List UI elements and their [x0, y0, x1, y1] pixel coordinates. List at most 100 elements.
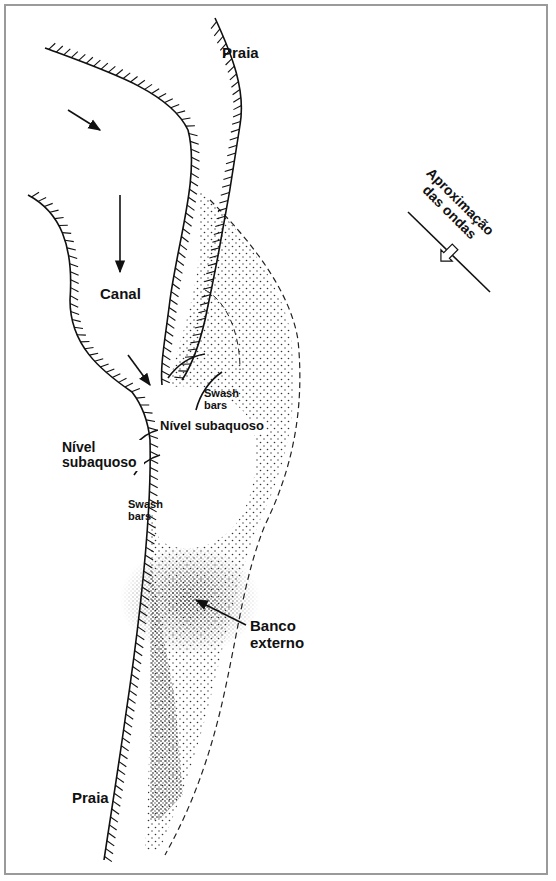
wave-arrow: [435, 241, 460, 266]
shore-hatch: [219, 200, 228, 203]
shore-hatch: [125, 722, 132, 727]
shore-hatch: [112, 374, 120, 378]
shore-hatch: [198, 310, 207, 312]
shore-hatch: [128, 698, 135, 703]
shore-hatch: [150, 443, 158, 447]
flow-arrow: [68, 110, 100, 130]
shore-hatch: [142, 595, 150, 600]
shore-hatch: [217, 216, 226, 219]
shore-hatch: [233, 90, 240, 95]
shore-hatch: [80, 341, 89, 343]
shore-hatch: [86, 57, 93, 63]
shore-hatch: [62, 232, 71, 234]
shore-hatch: [162, 379, 170, 383]
shore-hatch: [55, 217, 64, 218]
shore-hatch: [190, 141, 198, 144]
shore-hatch: [223, 177, 232, 180]
shore-hatch: [184, 221, 191, 226]
shore-hatch: [146, 420, 155, 422]
shore-hatch: [208, 263, 217, 265]
shore-hatch: [67, 248, 76, 250]
shore-hatch: [158, 93, 166, 97]
shore-hatch: [187, 205, 194, 210]
shore-hatch: [222, 185, 231, 188]
shore-hatch: [176, 111, 185, 113]
shore-hatch: [233, 113, 241, 117]
shore-hatch: [132, 388, 140, 391]
shore-hatch: [59, 225, 68, 226]
shore-hatch: [150, 459, 158, 463]
shore-hatch: [150, 467, 158, 471]
shore-hatch: [130, 682, 137, 687]
shore-hatch: [50, 210, 59, 212]
shore-hatch: [129, 690, 136, 695]
shore-hatch: [119, 762, 126, 767]
swash-bar: [168, 354, 205, 378]
shore-hatch: [122, 738, 129, 743]
shore-hatch: [31, 192, 39, 197]
shore-hatch: [206, 271, 215, 273]
shore-hatch: [101, 63, 108, 69]
map-label: Swash bars: [204, 387, 244, 411]
shore-hatch: [191, 157, 199, 161]
shore-hatch: [178, 370, 187, 371]
shore-hatch: [115, 785, 122, 790]
shore-hatch: [193, 334, 202, 336]
shore-hatch: [120, 754, 127, 759]
shore-hatch: [209, 256, 218, 258]
shore-hatch: [148, 428, 157, 430]
shore-hatch: [182, 118, 191, 119]
shore-hatch: [109, 66, 116, 72]
shore-hatch: [118, 770, 125, 775]
shore-hatch: [72, 319, 81, 321]
shore-hatch: [38, 197, 46, 201]
shore-hatch: [232, 121, 240, 124]
shore-hatch: [138, 80, 145, 85]
shore-hatch: [70, 304, 78, 308]
shore-hatch: [44, 203, 52, 206]
shore-hatch: [205, 279, 214, 281]
shore-hatch: [65, 240, 74, 241]
shore-hatch: [218, 208, 227, 211]
shore-hatch: [147, 531, 155, 536]
shore-hatch: [203, 287, 212, 289]
channel-water: [28, 48, 190, 395]
shore-hatch: [148, 523, 156, 528]
shore-hatch: [74, 327, 83, 328]
shore-hatch: [71, 280, 79, 284]
shore-hatch: [190, 189, 197, 194]
shore-hatch: [230, 74, 237, 80]
shore-hatch: [200, 303, 209, 305]
shore-hatch: [89, 353, 98, 355]
shore-hatch: [175, 268, 182, 273]
shore-hatch: [144, 412, 153, 414]
shore-hatch: [164, 347, 171, 352]
shore-hatch: [56, 46, 63, 52]
shore-hatch: [109, 825, 116, 830]
shore-hatch: [180, 244, 187, 249]
map-label: Swash bars: [128, 498, 168, 522]
shore-hatch: [107, 841, 114, 846]
shore-hatch: [221, 193, 230, 196]
shoreline: [28, 195, 150, 860]
shore-hatch: [163, 355, 171, 360]
map-label: Banco externo: [250, 618, 330, 651]
shore-hatch: [112, 809, 119, 814]
flow-arrow: [128, 355, 150, 385]
shore-hatch: [108, 833, 115, 838]
shore-hatch: [170, 300, 177, 305]
shore-hatch: [123, 73, 130, 79]
shore-hatch: [165, 99, 173, 103]
shore-hatch: [142, 587, 150, 592]
shore-hatch: [186, 213, 193, 218]
shoreline: [182, 18, 241, 380]
shore-hatch: [77, 334, 86, 336]
map-label: Nível subaquoso: [158, 419, 266, 433]
leader-arrow: [196, 600, 246, 625]
shore-hatch: [171, 292, 178, 297]
shore-hatch: [127, 706, 134, 711]
shoreline: [45, 48, 192, 385]
shore-hatch: [134, 659, 141, 664]
shore-hatch: [137, 635, 144, 640]
shore-hatch: [166, 331, 173, 336]
